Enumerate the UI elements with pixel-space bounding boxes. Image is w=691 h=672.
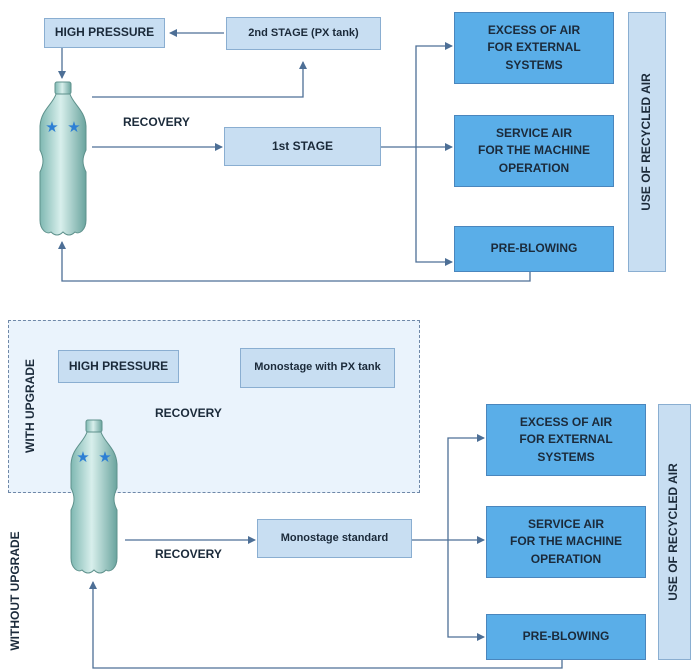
use-recycled-air-panel <box>628 12 666 272</box>
service-air-box: SERVICE AIR FOR THE MACHINE OPERATION <box>454 115 614 187</box>
use-recycled-air-panel-2 <box>658 404 691 660</box>
pre-blowing-box: PRE-BLOWING <box>454 226 614 272</box>
high-pressure-box-2: HIGH PRESSURE <box>58 350 179 383</box>
monostage-standard-box: Monostage standard <box>257 519 412 558</box>
pre-blowing-box-2: PRE-BLOWING <box>486 614 646 660</box>
arrow-preblow2-return <box>89 581 563 669</box>
svg-text:★: ★ <box>45 118 58 136</box>
recovery-label-standard: RECOVERY <box>155 547 222 561</box>
arrow-stage1-to-excess <box>415 42 453 147</box>
excess-air-box: EXCESS OF AIR FOR EXTERNAL SYSTEMS <box>454 12 614 84</box>
high-pressure-box: HIGH PRESSURE <box>44 18 165 48</box>
bottle-icon: ★ ★ <box>39 81 87 236</box>
arrow-bottle-to-stage2 <box>92 61 307 98</box>
recovery-label-upgrade: RECOVERY <box>155 406 222 420</box>
stage2-box: 2nd STAGE (PX tank) <box>226 17 381 50</box>
svg-text:★: ★ <box>76 448 89 466</box>
service-air-box-2: SERVICE AIR FOR THE MACHINE OPERATION <box>486 506 646 578</box>
arrow-stage1-to-preblow <box>415 147 453 266</box>
bottle-icon-2: ★ ★ <box>70 419 118 574</box>
arrow-monostd-to-excess <box>447 434 485 540</box>
use-recycled-air-label: USE OF RECYCLED AIR <box>639 73 653 211</box>
arrow-preblow-return <box>58 241 531 282</box>
excess-air-box-2: EXCESS OF AIR FOR EXTERNAL SYSTEMS <box>486 404 646 476</box>
svg-text:★: ★ <box>98 448 111 466</box>
monostage-px-box: Monostage with PX tank <box>240 348 395 388</box>
stage1-box: 1st STAGE <box>224 127 381 166</box>
with-upgrade-label: WITH UPGRADE <box>23 359 37 453</box>
arrow-monostd-to-preblow <box>447 540 485 641</box>
use-recycled-air-label-2: USE OF RECYCLED AIR <box>666 463 680 601</box>
svg-text:★: ★ <box>67 118 80 136</box>
recovery-label: RECOVERY <box>123 115 190 129</box>
without-upgrade-label: WITHOUT UPGRADE <box>8 531 22 651</box>
